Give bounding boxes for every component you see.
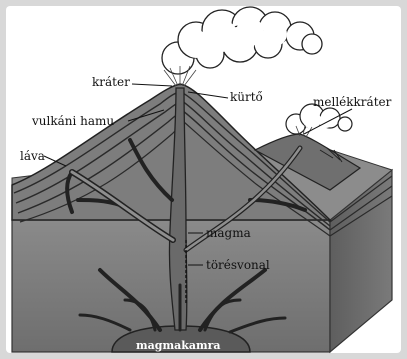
label-magma: magma [206, 226, 251, 240]
label-kurto: kürtő [230, 90, 263, 104]
label-magmakamra: magmakamra [136, 339, 221, 352]
label-toresvonal: törésvonal [206, 258, 270, 272]
label-lava: láva [20, 149, 45, 163]
label-vulkani-hamu: vulkáni hamu [31, 114, 114, 128]
label-krater: kráter [92, 75, 130, 89]
label-mellekkrater: mellékkráter [313, 95, 392, 109]
